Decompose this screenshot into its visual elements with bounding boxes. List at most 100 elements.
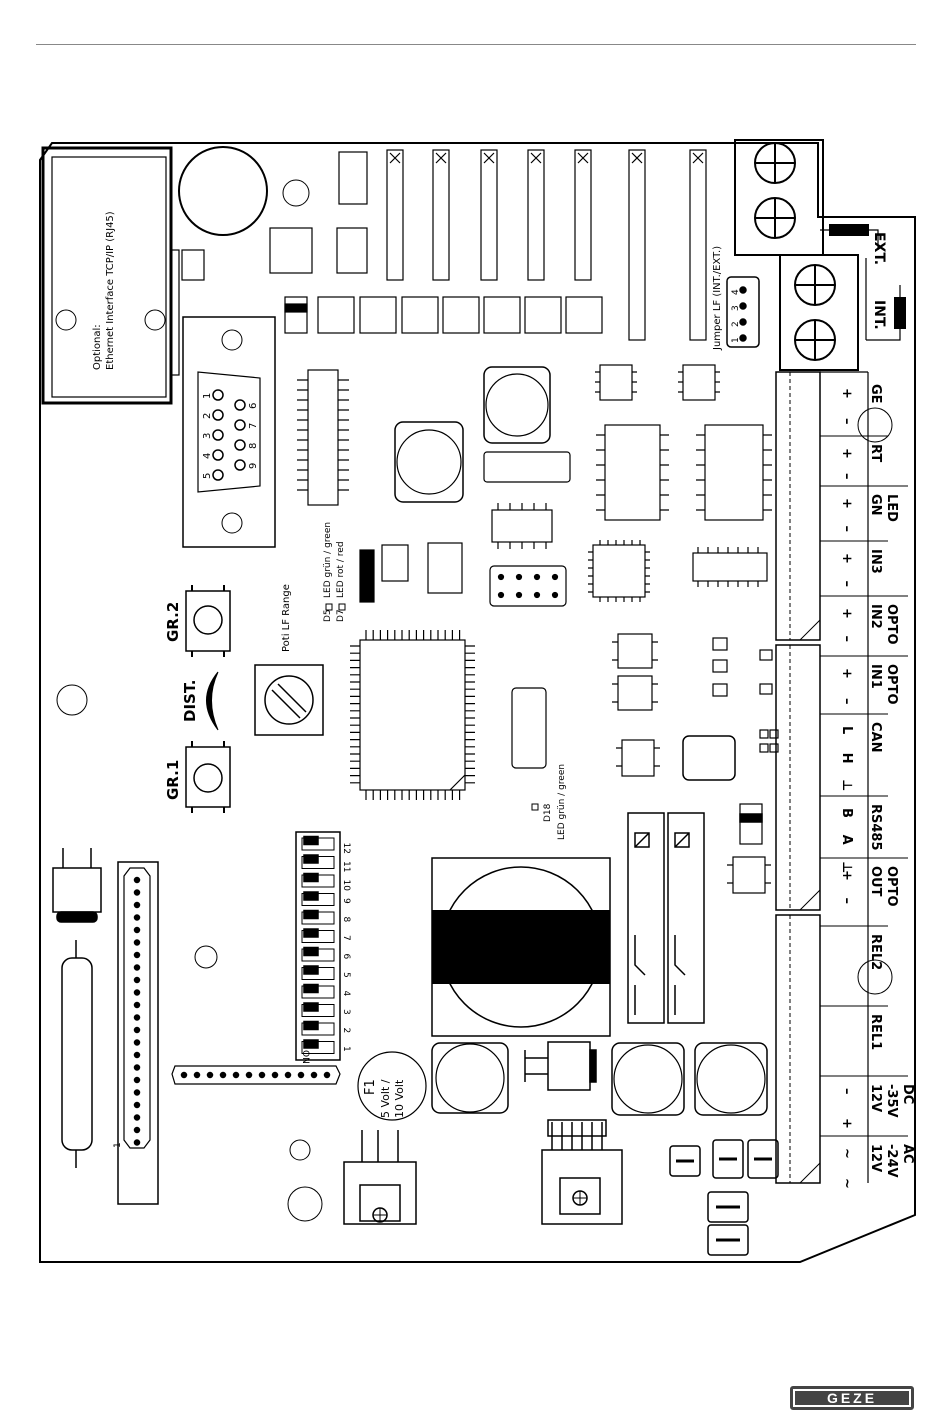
dip-switch-lever[interactable]: [303, 946, 319, 957]
header-pin: [133, 1014, 141, 1021]
jumper-pin-1: 1: [731, 337, 741, 343]
jumper-pin-2: 2: [731, 321, 741, 327]
terminal-sign: –: [839, 418, 854, 425]
terminal-sign: ~: [839, 1178, 854, 1189]
capacitor-4: [431, 1042, 509, 1114]
ic-soic-left: [297, 369, 349, 506]
ext-label: EXT.: [871, 232, 887, 265]
terminal-label: -35V: [884, 1084, 899, 1118]
header-pin: [133, 1114, 141, 1121]
terminal-sign: B: [839, 808, 854, 818]
capacitor-3: [682, 735, 736, 781]
header-pin: [297, 1071, 305, 1079]
dsub-pin-2: 2: [202, 413, 213, 419]
relay-strips: [386, 149, 707, 341]
terminal-label: REL2: [868, 934, 883, 970]
dip-number-label: 6: [341, 954, 351, 960]
ic-small-right-1: [595, 364, 637, 401]
header-pin: [258, 1071, 266, 1079]
jumper-pin-4: 4: [731, 289, 741, 295]
header-pin: [133, 1051, 141, 1059]
dip-switch-lever[interactable]: [303, 835, 319, 846]
terminal-label: CAN: [868, 722, 883, 752]
pin-header-horizontal: [171, 1065, 341, 1085]
dsub-pin-3: 3: [202, 433, 213, 439]
header-pin: [219, 1071, 227, 1079]
terminal-label: 12V: [868, 1084, 883, 1112]
dip-number-label: 2: [341, 1028, 351, 1034]
antenna-terminal-int: [779, 254, 906, 371]
header-pin: [323, 1071, 331, 1079]
dip-number-label: 5: [341, 972, 351, 978]
terminal-sign: –: [839, 898, 854, 905]
terminal-label: OUT: [868, 866, 883, 897]
ethernet-module: Optional: Ethernet Interface TCP/IP (RJ4…: [41, 146, 180, 405]
dip-number-label: 4: [341, 991, 351, 997]
dip-number-label: 10: [341, 880, 351, 892]
terminal-sign: +: [839, 388, 854, 399]
header-pin: [133, 1001, 141, 1009]
d18-label: D18: [543, 803, 553, 822]
ic-qfp-small: [588, 540, 650, 602]
dip-switch-lever[interactable]: [303, 965, 319, 975]
header-pin1-label: 1: [113, 1142, 123, 1148]
header-pin: [245, 1071, 253, 1079]
terminal-label: IN3: [868, 549, 883, 574]
dip-switch-lever[interactable]: [303, 872, 319, 883]
dip-switch-lever[interactable]: [303, 909, 319, 920]
header-pin: [133, 976, 141, 984]
resistor-large: [61, 940, 93, 1168]
terminal-label: OPTO: [884, 866, 899, 907]
int-label: INT.: [871, 300, 887, 330]
terminal-sign: –: [839, 1088, 854, 1095]
header-pin: [271, 1071, 279, 1079]
terminal-label: RS485: [868, 804, 883, 851]
dip-number-label: 3: [341, 1009, 351, 1015]
terminal-label: IN2: [868, 604, 883, 629]
dip-switch-lever[interactable]: [303, 1039, 319, 1049]
small-smd-right: [712, 637, 779, 753]
header-pin: [206, 1071, 214, 1079]
dip-switch-lever[interactable]: [303, 854, 319, 864]
dip-number-label: 7: [341, 935, 351, 941]
geze-logo: GEZE: [790, 1386, 914, 1410]
d18-text: LED grün / green: [557, 764, 567, 840]
dip-number-label: 8: [341, 917, 351, 923]
terminal-label: -24V: [884, 1144, 899, 1178]
dip-switch-lever[interactable]: [303, 983, 319, 994]
dip-switch-lever[interactable]: [303, 1020, 319, 1031]
header-pin: [284, 1071, 292, 1079]
top-rule: [36, 44, 916, 45]
capacitor-5: [611, 1042, 685, 1116]
header-pin: [193, 1071, 201, 1079]
gr1-label: GR.1: [164, 760, 182, 800]
ic-small-right-2: [678, 364, 720, 401]
terminal-sign: –: [839, 636, 854, 643]
terminal-label: OPTO: [884, 664, 899, 705]
dist-label: DIST.: [181, 680, 199, 723]
voltage-regulator: [524, 1041, 597, 1091]
dsub-pin-5: 5: [202, 473, 213, 479]
dip-switch-lever[interactable]: [303, 891, 319, 901]
board-outline: [39, 142, 916, 1263]
potentiometer[interactable]: [254, 664, 324, 736]
dip-switch-lever[interactable]: [303, 1002, 319, 1012]
terminal-label: IN1: [868, 664, 883, 689]
dip-switch-lever[interactable]: [303, 928, 319, 938]
button-gr1[interactable]: [185, 741, 231, 813]
ic-soic-horizontal: [692, 547, 768, 587]
ic-dip-8: [491, 503, 553, 549]
terminal-sign: +: [839, 498, 854, 509]
button-gr2[interactable]: [185, 585, 231, 657]
ic-opto-2: [616, 739, 660, 777]
small-diodes-bottom: [669, 1139, 779, 1256]
terminal-sign: –: [839, 698, 854, 705]
header-pin: [133, 914, 141, 921]
header-pin: [133, 989, 141, 996]
relay-1: [627, 812, 665, 1024]
header-pin: [133, 876, 141, 884]
terminal-sign: –: [839, 581, 854, 588]
